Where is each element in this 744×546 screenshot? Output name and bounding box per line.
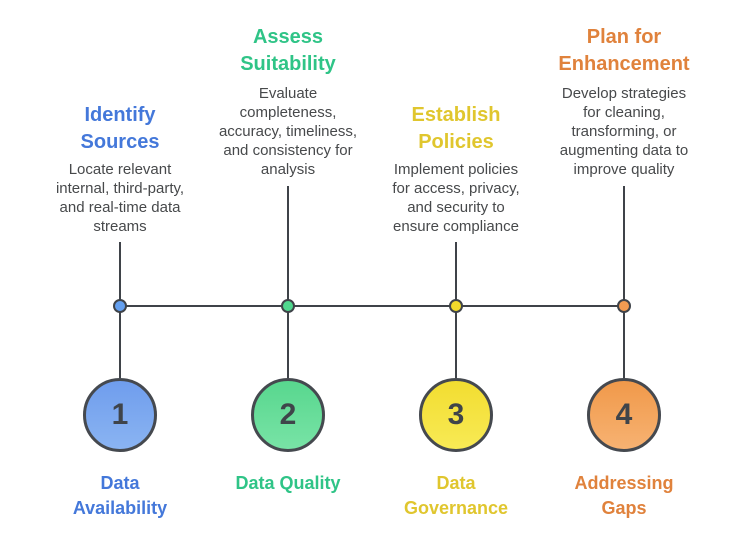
connector-line-down xyxy=(287,306,289,378)
step-title: Establish Policies xyxy=(411,104,501,153)
step-number-circle: 2 xyxy=(251,378,325,452)
timeline-dot xyxy=(113,299,127,313)
connector-line-up xyxy=(287,186,289,306)
step-description: Evaluate completeness, accuracy, timelin… xyxy=(218,85,358,178)
connector-line-up xyxy=(119,242,121,306)
connector-line-up xyxy=(455,242,457,306)
step-description: Implement policies for access, privacy, … xyxy=(392,161,520,235)
timeline-dot xyxy=(449,299,463,313)
step-label: Data Availability xyxy=(72,473,168,518)
step-title: Identify Sources xyxy=(80,104,160,153)
step-title: Plan for Enhancement xyxy=(558,26,690,75)
step-label: Data Governance xyxy=(403,473,509,518)
step-number-circle: 4 xyxy=(587,378,661,452)
connector-line-down xyxy=(119,306,121,378)
step-description: Develop strategies for cleaning, transfo… xyxy=(559,85,689,178)
step-description: Locate relevant internal, third-party, a… xyxy=(55,161,185,235)
step-label: Addressing Gaps xyxy=(574,473,674,518)
timeline-dot xyxy=(281,299,295,313)
connector-line-up xyxy=(623,186,625,306)
timeline-axis-line xyxy=(119,305,625,307)
step-number-circle: 1 xyxy=(83,378,157,452)
step-title: Assess Suitability xyxy=(240,26,336,75)
timeline-dot xyxy=(617,299,631,313)
step-number-circle: 3 xyxy=(419,378,493,452)
connector-line-down xyxy=(455,306,457,378)
connector-line-down xyxy=(623,306,625,378)
step-label: Data Quality xyxy=(235,473,341,493)
